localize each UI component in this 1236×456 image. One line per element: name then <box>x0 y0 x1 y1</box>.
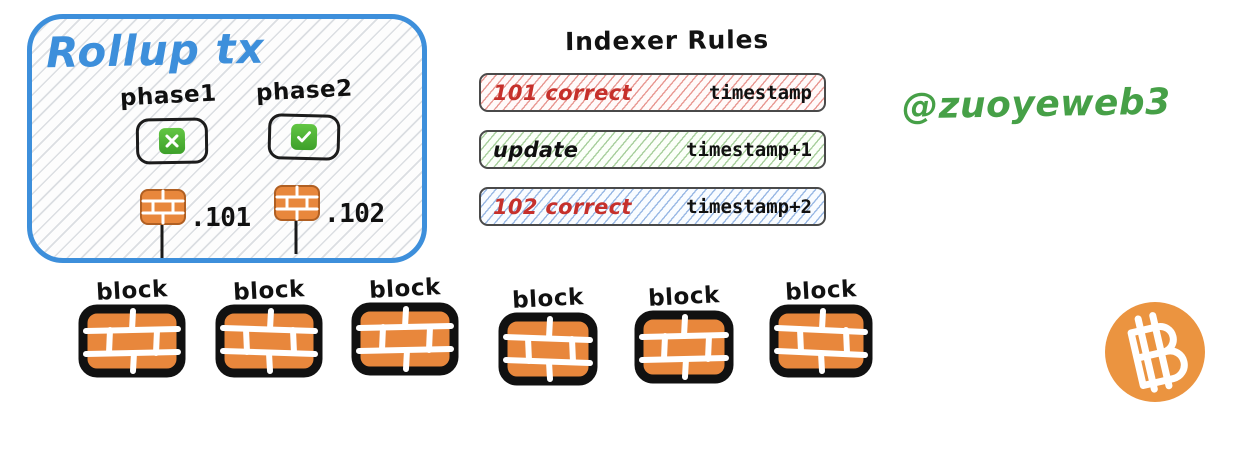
block-label: block <box>647 282 721 312</box>
indexer-rule-row: 101 correct timestamp <box>479 73 826 112</box>
block-label: block <box>368 274 442 304</box>
cross-icon <box>158 127 186 155</box>
block-item: block <box>766 276 876 378</box>
brick-sign-icon <box>140 189 186 258</box>
indexer-rules-title: Indexer Rules <box>564 24 770 57</box>
watermark-handle: @zuoyeweb3 <box>901 81 1172 128</box>
indexer-rule-row: update timestamp+1 <box>479 130 826 169</box>
phase1-label: phase1 <box>119 80 218 112</box>
marker-label-101: .101 <box>190 203 251 233</box>
rule-right-text: timestamp+2 <box>686 195 812 218</box>
brick-block-icon <box>498 312 598 386</box>
rule-right-text: timestamp+1 <box>686 138 812 161</box>
rule-left-text: 102 correct <box>493 194 632 219</box>
phase2-label: phase2 <box>255 75 354 107</box>
check-icon <box>290 123 318 151</box>
phase1-status-box <box>135 117 209 165</box>
phase2-status-box <box>267 113 341 161</box>
rule-left-text: 101 correct <box>493 80 632 105</box>
brick-sign-icon <box>274 185 320 254</box>
block-item: block <box>493 284 603 386</box>
brick-block-icon <box>78 304 186 378</box>
brick-block-icon <box>634 310 734 384</box>
block-label: block <box>511 284 585 314</box>
rule-left-text: update <box>493 137 579 162</box>
block-label: block <box>784 276 858 306</box>
rollup-tx-panel <box>27 14 427 263</box>
brick-block-icon <box>351 302 459 376</box>
indexer-rule-row: 102 correct timestamp+2 <box>479 187 826 226</box>
marker-label-102: .102 <box>324 199 385 229</box>
block-item: block <box>350 274 460 376</box>
block-item: block <box>629 282 739 384</box>
block-label: block <box>95 276 169 306</box>
brick-block-icon <box>215 304 323 378</box>
rollup-tx-title: Rollup tx <box>45 23 266 78</box>
block-item: block <box>77 276 187 378</box>
bitcoin-logo <box>1105 302 1205 402</box>
brick-block-icon <box>769 304 873 378</box>
rule-right-text: timestamp <box>709 81 812 104</box>
block-label: block <box>232 276 306 306</box>
block-item: block <box>214 276 324 378</box>
